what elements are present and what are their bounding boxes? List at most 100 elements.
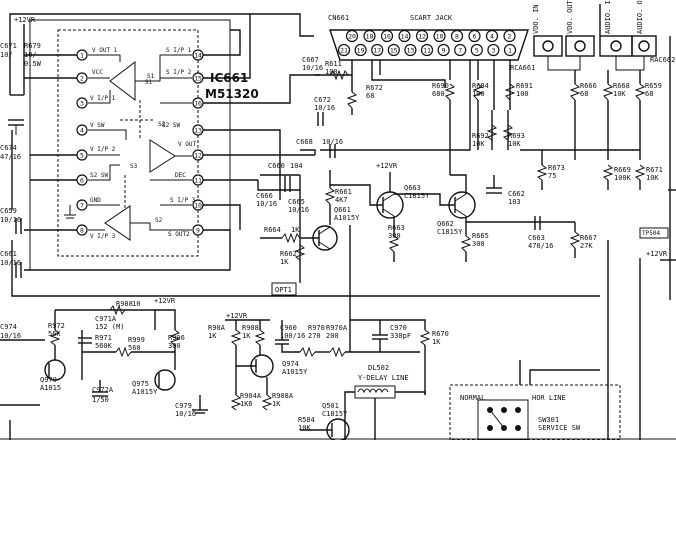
scart-pin-9 (437, 43, 450, 57)
scart-pin-8 (450, 29, 464, 43)
scart-pin-1 (503, 43, 517, 57)
label-c671-value: 10/ (0, 51, 13, 59)
label-c972a: C972A (92, 386, 114, 394)
ic-label-dec: DEC (175, 172, 186, 179)
label-r664: R664 (264, 226, 281, 234)
resistor-r611 (329, 69, 349, 81)
capacitor-c674 (8, 119, 24, 135)
resistor-r661 (324, 170, 336, 225)
ic-label-s3: S3 (130, 163, 138, 170)
ic-label-sout2: S OUT2 (168, 231, 190, 238)
label-r661-value: 4K7 (335, 196, 348, 204)
capacitor-c663 (534, 216, 541, 230)
capacitor-c668 (329, 144, 336, 158)
ic-pin-15: 15 (194, 75, 202, 83)
ic-label-s2sw-right: S2 SW (162, 122, 180, 129)
resistor-r691 (504, 83, 516, 101)
label-c971a: C971A (95, 315, 117, 323)
scart-pin-10 (433, 29, 446, 43)
label-r659-value: 68 (645, 90, 653, 98)
label-q661: Q661 (334, 206, 351, 214)
label-q501: Q501 (322, 402, 339, 410)
label-c661: C661 (0, 250, 17, 258)
ic-pin-9: 9 (196, 227, 200, 235)
label-r691-value: 100 (516, 90, 529, 98)
ic-pin-8: 8 (80, 227, 84, 235)
label-12vr-mid: +12VR (376, 162, 398, 170)
rca-jacks (533, 4, 671, 300)
transistor-q663 (330, 172, 404, 225)
scart-pin-4 (485, 29, 499, 43)
label-q662-part: C1815Y (437, 228, 463, 236)
scart-pin-label-13: 13 (406, 47, 414, 55)
label-r668-value: 10K (613, 90, 626, 98)
scart-pin-label-11: 11 (423, 47, 431, 55)
label-r693: R693 (508, 132, 525, 140)
capacitor-c672 (317, 112, 324, 126)
label-r999-value: 560 (128, 344, 141, 352)
scart-pin-label-2: 2 (508, 33, 512, 41)
label-c972a-value: 1/50 (92, 396, 109, 404)
label-q662: Q662 (437, 220, 454, 228)
scart-ref: CN661 (328, 14, 349, 22)
label-q663: Q663 (404, 184, 421, 192)
label-c971a-value: 152 (M) (95, 323, 125, 331)
label-r679-watt: 0.5W (24, 60, 42, 68)
label-r661: R661 (335, 188, 352, 196)
ic-label-sip1: S I/P 1 (166, 47, 192, 54)
scart-pin-3 (487, 43, 500, 57)
scart-pin-label-10: 10 (436, 33, 444, 41)
ic-label-sip3: S I/P 3 (170, 197, 196, 204)
label-c660: C660 (268, 162, 285, 170)
rca-ref: RAC662 (650, 56, 675, 64)
scart-pin-6 (468, 29, 481, 43)
ic-pin-10: 10 (194, 202, 202, 210)
label-r671: R671 (646, 166, 663, 174)
scart-pin-7 (454, 43, 467, 57)
ic-label-gnd: GND (90, 197, 101, 204)
label-c662: C662 (508, 190, 525, 198)
c660-network (257, 174, 301, 260)
label-12vr-top: +12VR (14, 16, 36, 24)
ic-pin-4: 4 (80, 127, 84, 135)
label-r996-value: 300 (168, 342, 181, 350)
label-q974: Q974 (282, 360, 299, 368)
scart-pin-13 (404, 43, 417, 57)
transistor-q662 (394, 174, 575, 223)
ic-label-s1-switch: S1 (147, 73, 155, 80)
label-q975: Q975 (132, 380, 149, 388)
label-c979-value: 10/16 (175, 410, 196, 418)
resistor-r663 (388, 225, 400, 262)
label-c970-value: 330pF (390, 332, 411, 340)
label-r666: R666 (580, 82, 597, 90)
ic-pin-13: 13 (194, 127, 202, 135)
label-r663-value: 300 (388, 232, 401, 240)
ic-label-sip2: S I/P 2 (166, 69, 192, 76)
label-c667: C667 (302, 56, 319, 64)
ic-pin-16: 16 (194, 100, 202, 108)
resistor-r665 (460, 222, 472, 262)
label-r673: R673 (548, 164, 565, 172)
label-12vr-bottom-mid: +12VR (226, 312, 248, 320)
label-q661-part: A1015Y (334, 214, 360, 222)
label-r970a-value: 200 (326, 332, 339, 340)
label-q975-part: A1015Y (132, 388, 158, 396)
label-r996: R996 (168, 334, 185, 342)
label-r694-value: 100 (472, 90, 485, 98)
transistor-q661 (300, 225, 338, 251)
label-service-sw: SERVICE SW (538, 424, 581, 432)
label-c674-value: 47/16 (0, 153, 21, 161)
label-r908-value: 1K (242, 332, 251, 340)
rca-label-audio-in: AUDIO. IN (604, 0, 612, 34)
label-q974-part: A1015Y (282, 368, 308, 376)
label-r671-value: 10K (646, 174, 659, 182)
ic-external-wiring (24, 14, 320, 271)
resistor-r694 (472, 83, 484, 101)
resistor-r693 (502, 124, 514, 141)
label-c662-value: 103 (508, 198, 521, 206)
label-r611: R611 (325, 60, 342, 68)
label-r693-value: 10K (508, 140, 521, 148)
label-r691: R691 (516, 82, 533, 90)
